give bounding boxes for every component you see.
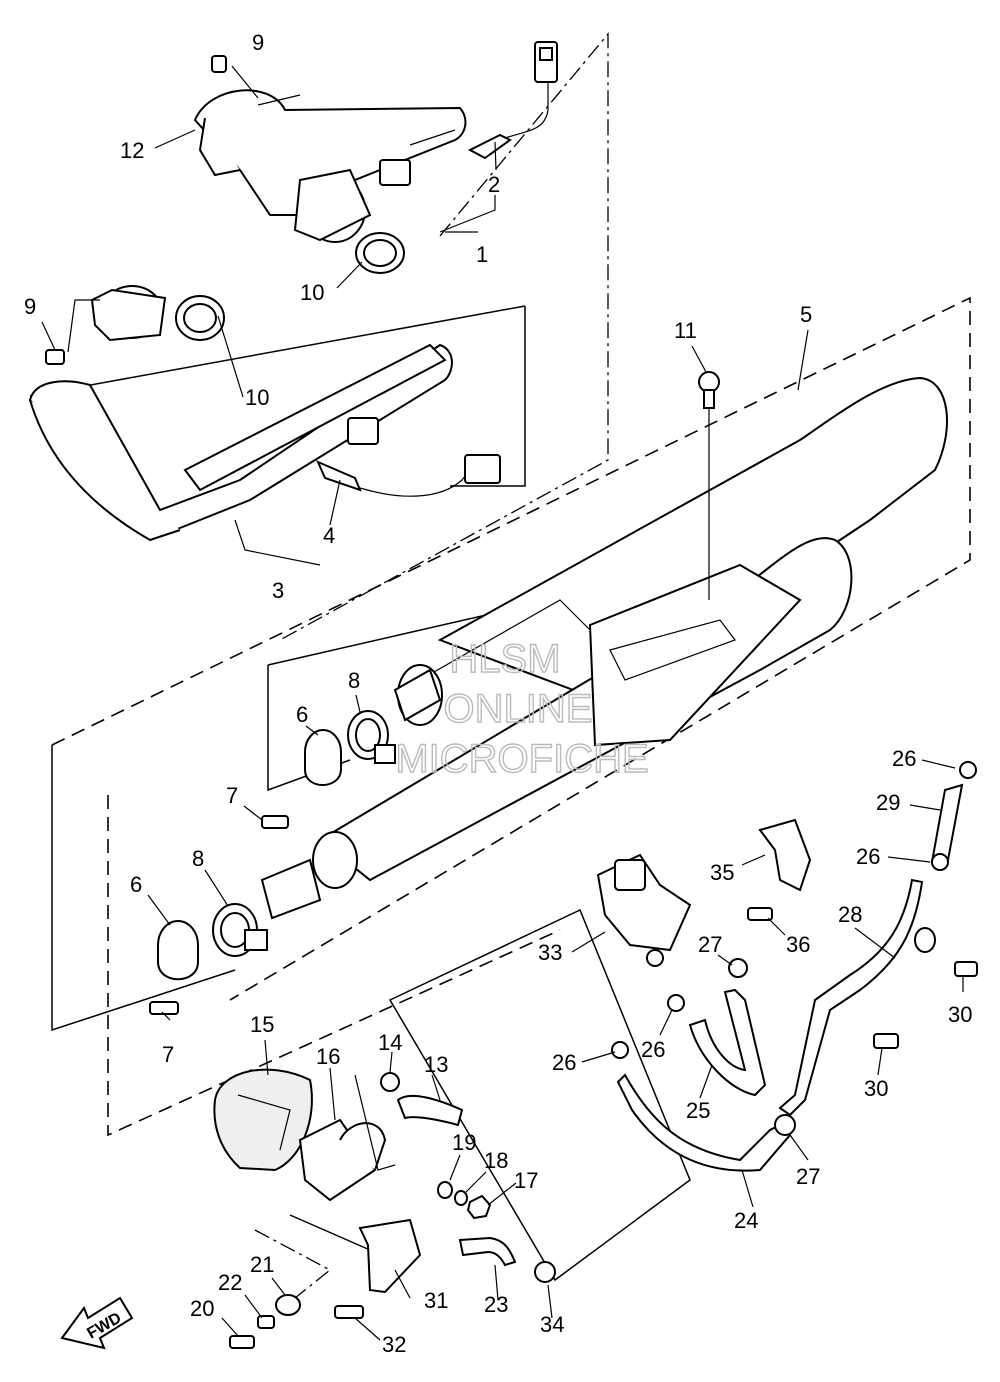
hose-23 [458, 1236, 517, 1267]
bolt-7a [261, 815, 289, 829]
callout-24: 24 [734, 1208, 758, 1233]
callout-26-d: 26 [641, 1037, 665, 1062]
leader-lines [41, 65, 964, 1341]
callout-6-upper: 6 [296, 702, 308, 727]
clip-26-top [959, 761, 977, 779]
callout-31: 31 [424, 1288, 448, 1313]
bolt-30a [954, 961, 978, 977]
nut-top [211, 55, 227, 73]
bolt-30b [873, 1033, 899, 1049]
clamp-8a [347, 710, 396, 764]
sleeve-6a [304, 729, 342, 786]
bolt-36 [747, 907, 773, 921]
oxygen-sensor-rear [316, 454, 501, 497]
gasket-top [355, 232, 405, 274]
callout-35: 35 [710, 860, 734, 885]
nut-17 [466, 1194, 492, 1220]
callout-2: 2 [488, 172, 500, 197]
clip-26-lower-b [611, 1041, 629, 1059]
watermark: HLSM ONLINE MICROFICHE [395, 636, 650, 781]
clip-26-lower-a [667, 994, 685, 1012]
reed-valve-33 [596, 853, 692, 967]
watermark-line-1: HLSM [449, 637, 560, 681]
callout-7-upper: 7 [226, 783, 238, 808]
callout-27-lower: 27 [796, 1164, 820, 1189]
callout-1: 1 [476, 242, 488, 267]
callout-25: 25 [686, 1098, 710, 1123]
clip-14 [380, 1072, 400, 1092]
callout-33: 33 [538, 940, 562, 965]
callout-10-rear: 10 [245, 385, 269, 410]
callout-15: 15 [250, 1012, 274, 1037]
callout-30-b: 30 [864, 1076, 888, 1101]
sleeve-6b [157, 920, 199, 981]
gasket-rear [175, 295, 225, 341]
group-frames [29, 32, 971, 1311]
callout-29: 29 [876, 790, 900, 815]
washer-18 [454, 1190, 468, 1206]
callout-3: 3 [272, 578, 284, 603]
cover-15 [213, 1068, 313, 1172]
clip-27-upper [728, 958, 748, 978]
callout-19: 19 [452, 1130, 476, 1155]
front-header-pipe [193, 89, 467, 243]
callout-5: 5 [800, 302, 812, 327]
callout-26-b: 26 [856, 844, 880, 869]
callout-6-lower: 6 [130, 872, 142, 897]
fwd-arrow-icon: FWD [60, 1296, 134, 1350]
callout-34: 34 [540, 1312, 564, 1337]
callout-7-lower: 7 [162, 1042, 174, 1067]
oxygen-sensor-front [467, 41, 558, 160]
watermark-line-3: MICROFICHE [395, 737, 648, 781]
callout-9-rear: 9 [24, 294, 36, 319]
bolt-20 [229, 1335, 255, 1349]
bracket-31 [358, 1218, 422, 1294]
callout-8-upper: 8 [348, 668, 360, 693]
callout-36: 36 [786, 932, 810, 957]
callout-14: 14 [378, 1030, 402, 1055]
pipe-28 [778, 878, 936, 1117]
callout-9-top: 9 [252, 30, 264, 55]
clip-27-lower [774, 1114, 796, 1136]
callout-26-a: 26 [892, 746, 916, 771]
callout-22: 22 [218, 1270, 242, 1295]
bolt-32 [334, 1305, 364, 1319]
callout-17: 17 [514, 1168, 538, 1193]
bolt-11 [698, 371, 720, 600]
callout-labels: 9 12 2 1 10 9 10 4 3 11 5 8 6 7 8 6 7 26… [24, 30, 972, 1357]
clip-34 [534, 1261, 556, 1283]
washer-19 [437, 1181, 453, 1199]
collar-22 [257, 1315, 275, 1329]
callout-18: 18 [484, 1148, 508, 1173]
callout-13: 13 [424, 1052, 448, 1077]
callout-30-a: 30 [948, 1002, 972, 1027]
callout-28: 28 [838, 902, 862, 927]
hose-13 [396, 1094, 464, 1127]
callout-10-top: 10 [300, 280, 324, 305]
grommet-21 [275, 1294, 301, 1316]
callout-27-upper: 27 [698, 932, 722, 957]
hose-25 [688, 988, 767, 1097]
callout-12: 12 [120, 138, 144, 163]
callout-20: 20 [190, 1296, 214, 1321]
bracket-35 [758, 818, 812, 892]
callout-26-c: 26 [552, 1050, 576, 1075]
callout-21: 21 [250, 1252, 274, 1277]
callout-23: 23 [484, 1292, 508, 1317]
muffler-assembly [260, 376, 948, 920]
clamp-8b [212, 903, 268, 957]
callout-16: 16 [316, 1044, 340, 1069]
hose-29 [930, 783, 964, 864]
callout-11: 11 [674, 318, 697, 343]
callout-32: 32 [382, 1332, 406, 1357]
bolt-7b [149, 1001, 179, 1015]
callout-8-lower: 8 [192, 846, 204, 871]
callout-4: 4 [323, 523, 335, 548]
housing-16 [298, 1118, 387, 1202]
clip-26-mid [931, 853, 949, 871]
nut-rear [45, 349, 65, 365]
watermark-line-2: ONLINE [444, 687, 593, 731]
rear-header-pipe [28, 285, 453, 542]
